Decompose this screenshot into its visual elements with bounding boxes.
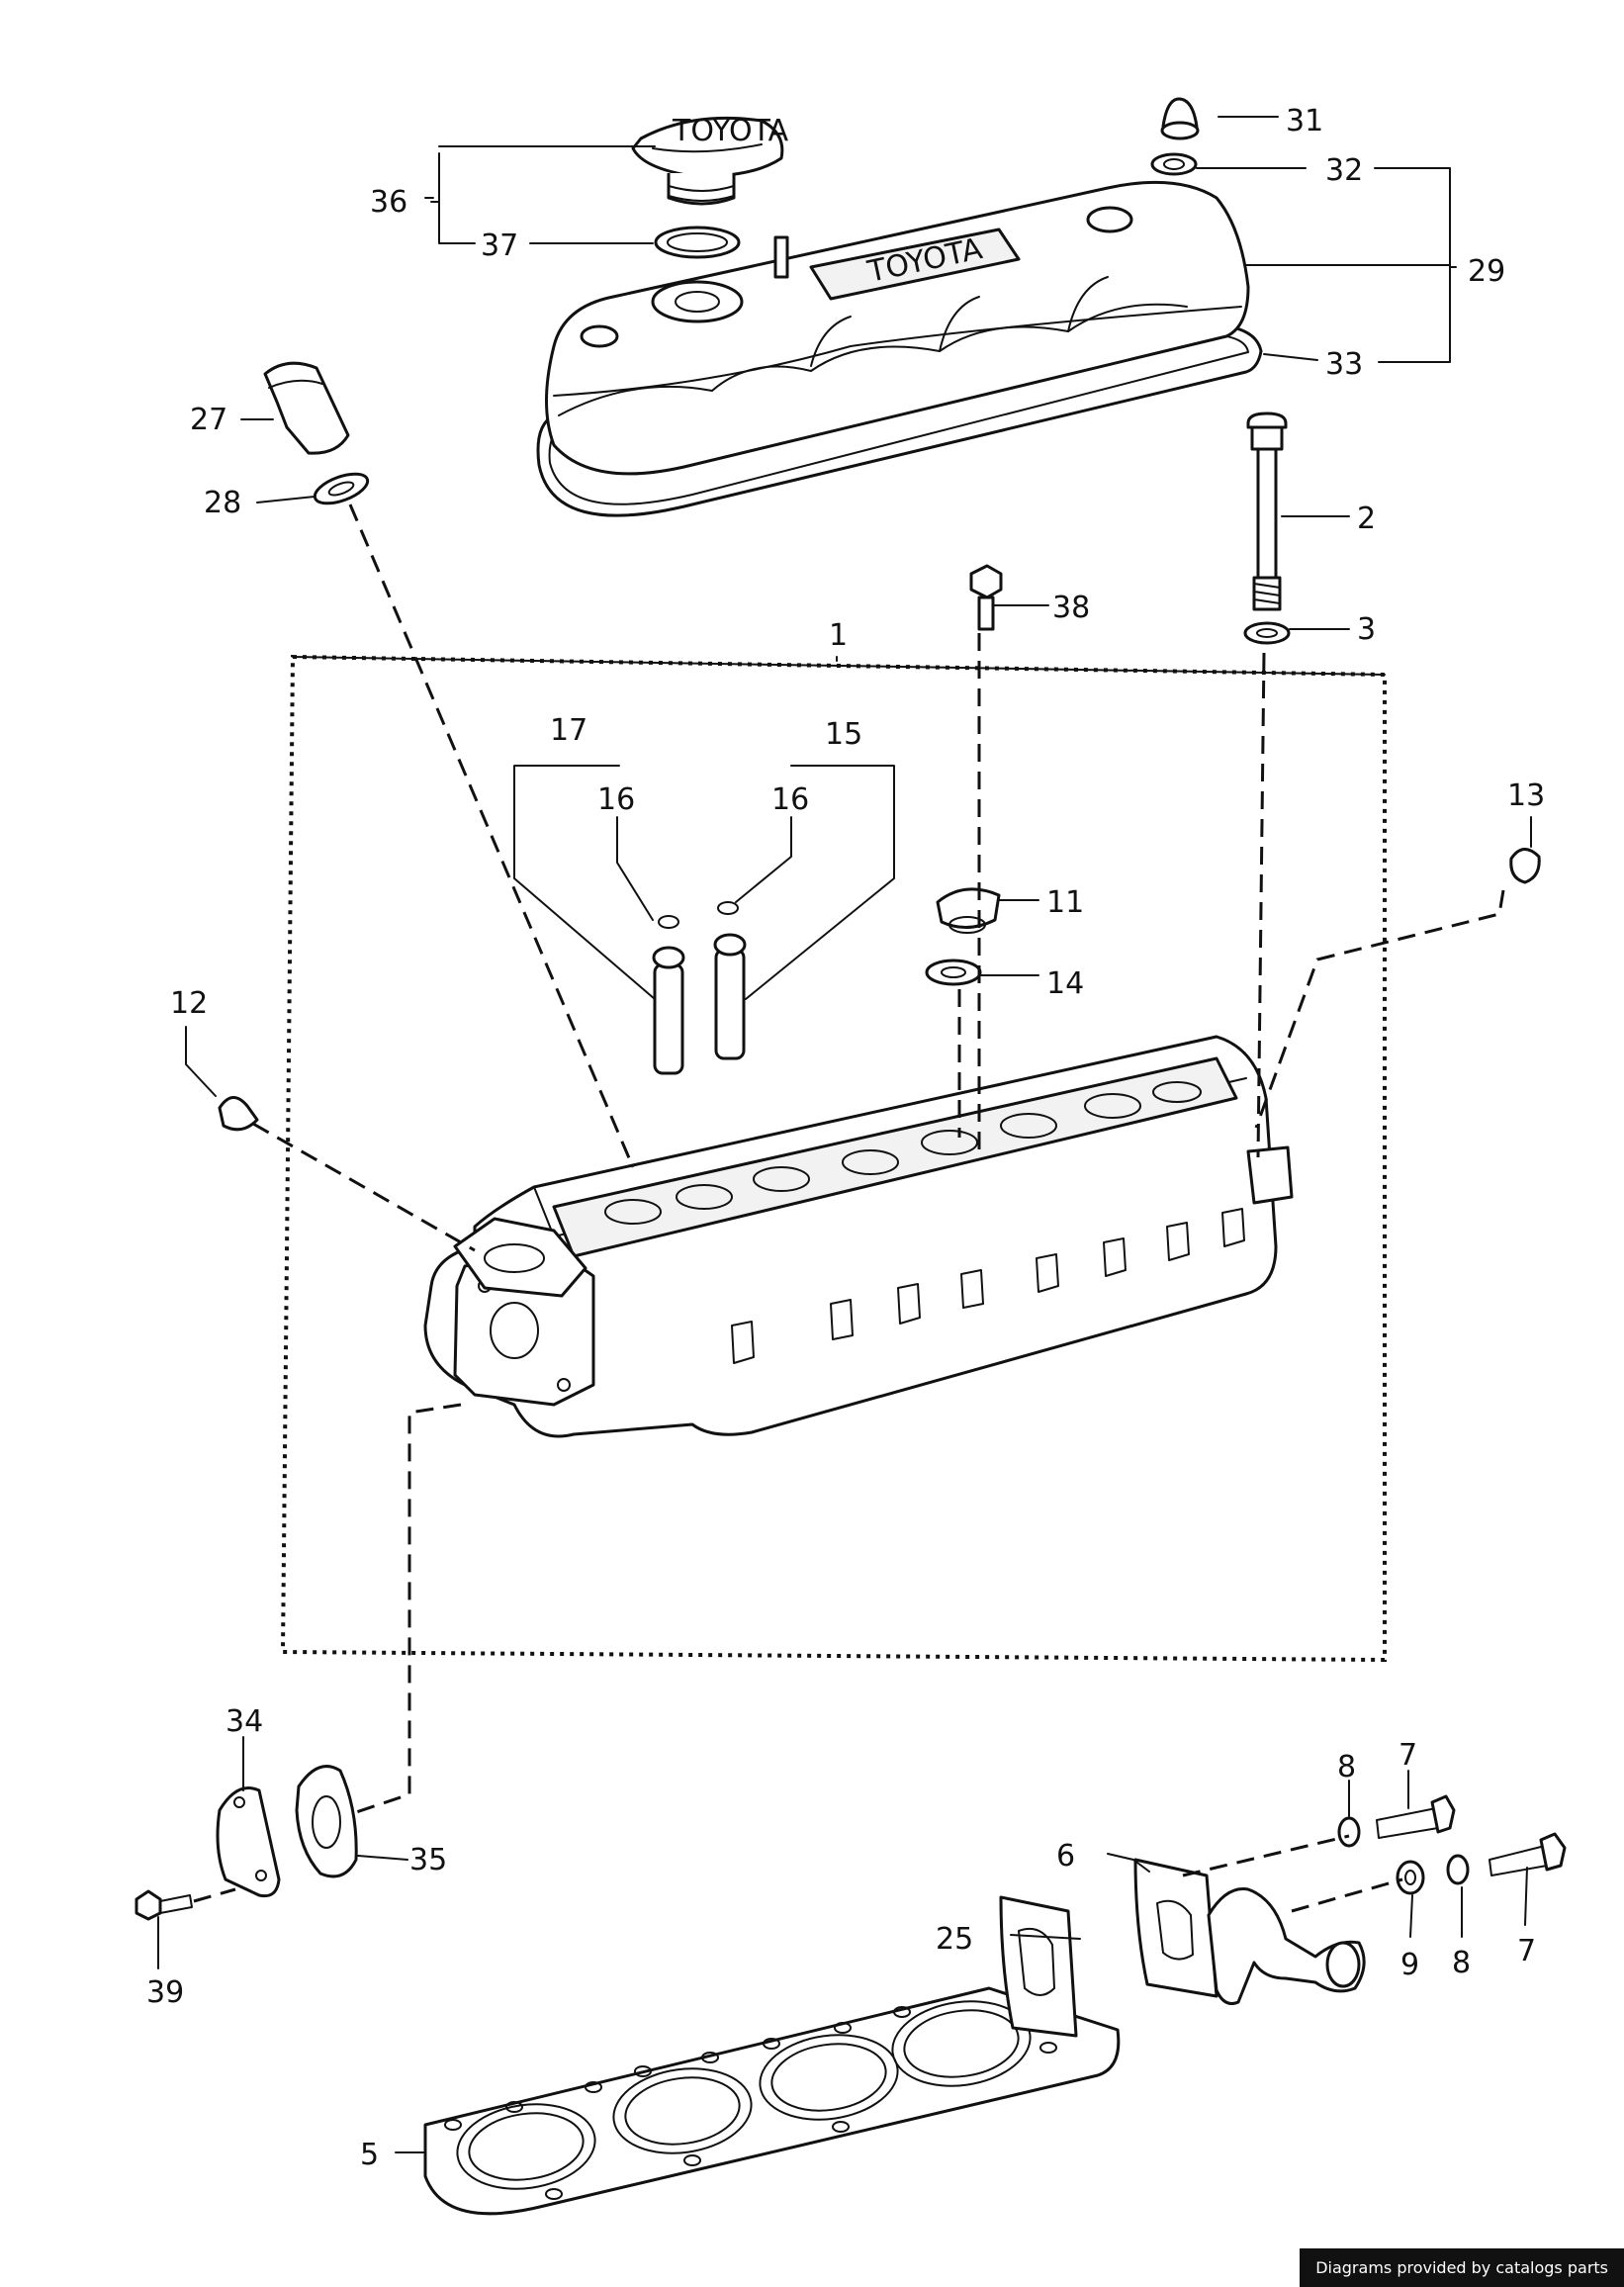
cylinder-head (423, 1035, 1294, 1438)
oil-cap-gasket (654, 226, 741, 259)
part-labels: 31 32 29 33 2 3 38 1 36 37 27 28 17 15 1… (146, 104, 1545, 2172)
label-part-12: 12 (170, 986, 208, 1021)
cover-washer (1150, 152, 1198, 176)
label-part-7-lower: 7 (1517, 1934, 1536, 1968)
oil-filler-cap: TOYOTA (631, 114, 789, 206)
cover-nut (1160, 97, 1200, 140)
plug-12 (218, 1096, 259, 1132)
pcv-valve (263, 361, 350, 455)
head-gasket (423, 1986, 1121, 2216)
outlet-bolt-lower (1489, 1832, 1567, 1876)
label-part-25: 25 (936, 1922, 973, 1957)
leader-lines (157, 116, 1532, 2153)
plate-bolt (135, 1889, 193, 1921)
plug-11 (936, 887, 1001, 934)
valve-cover: TOYOTA (536, 180, 1263, 517)
label-part-32: 32 (1325, 153, 1363, 188)
label-part-33: 33 (1325, 347, 1363, 382)
label-part-17: 17 (550, 713, 587, 748)
cylinder-head-group (280, 654, 1387, 1663)
cover-plate-gasket (295, 1765, 358, 1878)
valve-guide-17 (652, 915, 685, 1075)
water-outlet (1133, 1858, 1366, 2005)
plug-13 (1509, 848, 1541, 884)
label-part-5: 5 (360, 2138, 379, 2172)
valve-guide-15 (713, 901, 747, 1060)
label-part-1: 1 (829, 618, 848, 653)
label-part-38: 38 (1052, 591, 1090, 625)
stud-bolt (1246, 412, 1288, 611)
water-outlet-gasket (999, 1895, 1078, 2038)
label-part-16-right: 16 (771, 782, 809, 817)
lock-washer-lower (1446, 1854, 1470, 1885)
label-part-14: 14 (1046, 966, 1084, 1001)
label-part-31: 31 (1286, 104, 1323, 138)
label-part-2: 2 (1357, 502, 1376, 536)
label-part-16-left: 16 (597, 782, 635, 817)
plain-washer (1396, 1860, 1425, 1895)
label-part-6: 6 (1056, 1839, 1075, 1874)
pcv-grommet (313, 472, 370, 505)
label-part-35: 35 (409, 1843, 447, 1877)
outlet-bolt-upper (1376, 1794, 1456, 1839)
label-part-27: 27 (190, 403, 227, 437)
lock-washer-upper (1337, 1816, 1361, 1848)
label-part-28: 28 (204, 486, 241, 520)
washer-14 (925, 959, 982, 986)
stud-washer (1243, 621, 1291, 645)
label-part-7-upper: 7 (1398, 1738, 1417, 1773)
label-part-8-lower: 8 (1452, 1946, 1471, 1980)
label-part-8-upper: 8 (1337, 1750, 1356, 1784)
label-part-13: 13 (1507, 778, 1545, 813)
label-part-29: 29 (1468, 254, 1505, 289)
label-part-34: 34 (226, 1704, 263, 1739)
label-part-3: 3 (1357, 612, 1376, 647)
label-part-9: 9 (1400, 1948, 1419, 1982)
oil-cap-brand: TOYOTA (672, 114, 789, 148)
cover-plate (216, 1786, 281, 1898)
label-part-36: 36 (370, 185, 407, 220)
label-part-15: 15 (825, 717, 862, 752)
label-part-37: 37 (481, 229, 518, 263)
head-bolt (969, 564, 1003, 631)
diagram-credit: Diagrams provided by catalogs parts (1300, 2248, 1624, 2287)
label-part-11: 11 (1046, 885, 1084, 920)
assembly-lines (193, 503, 1505, 1913)
label-part-39: 39 (146, 1975, 184, 2010)
